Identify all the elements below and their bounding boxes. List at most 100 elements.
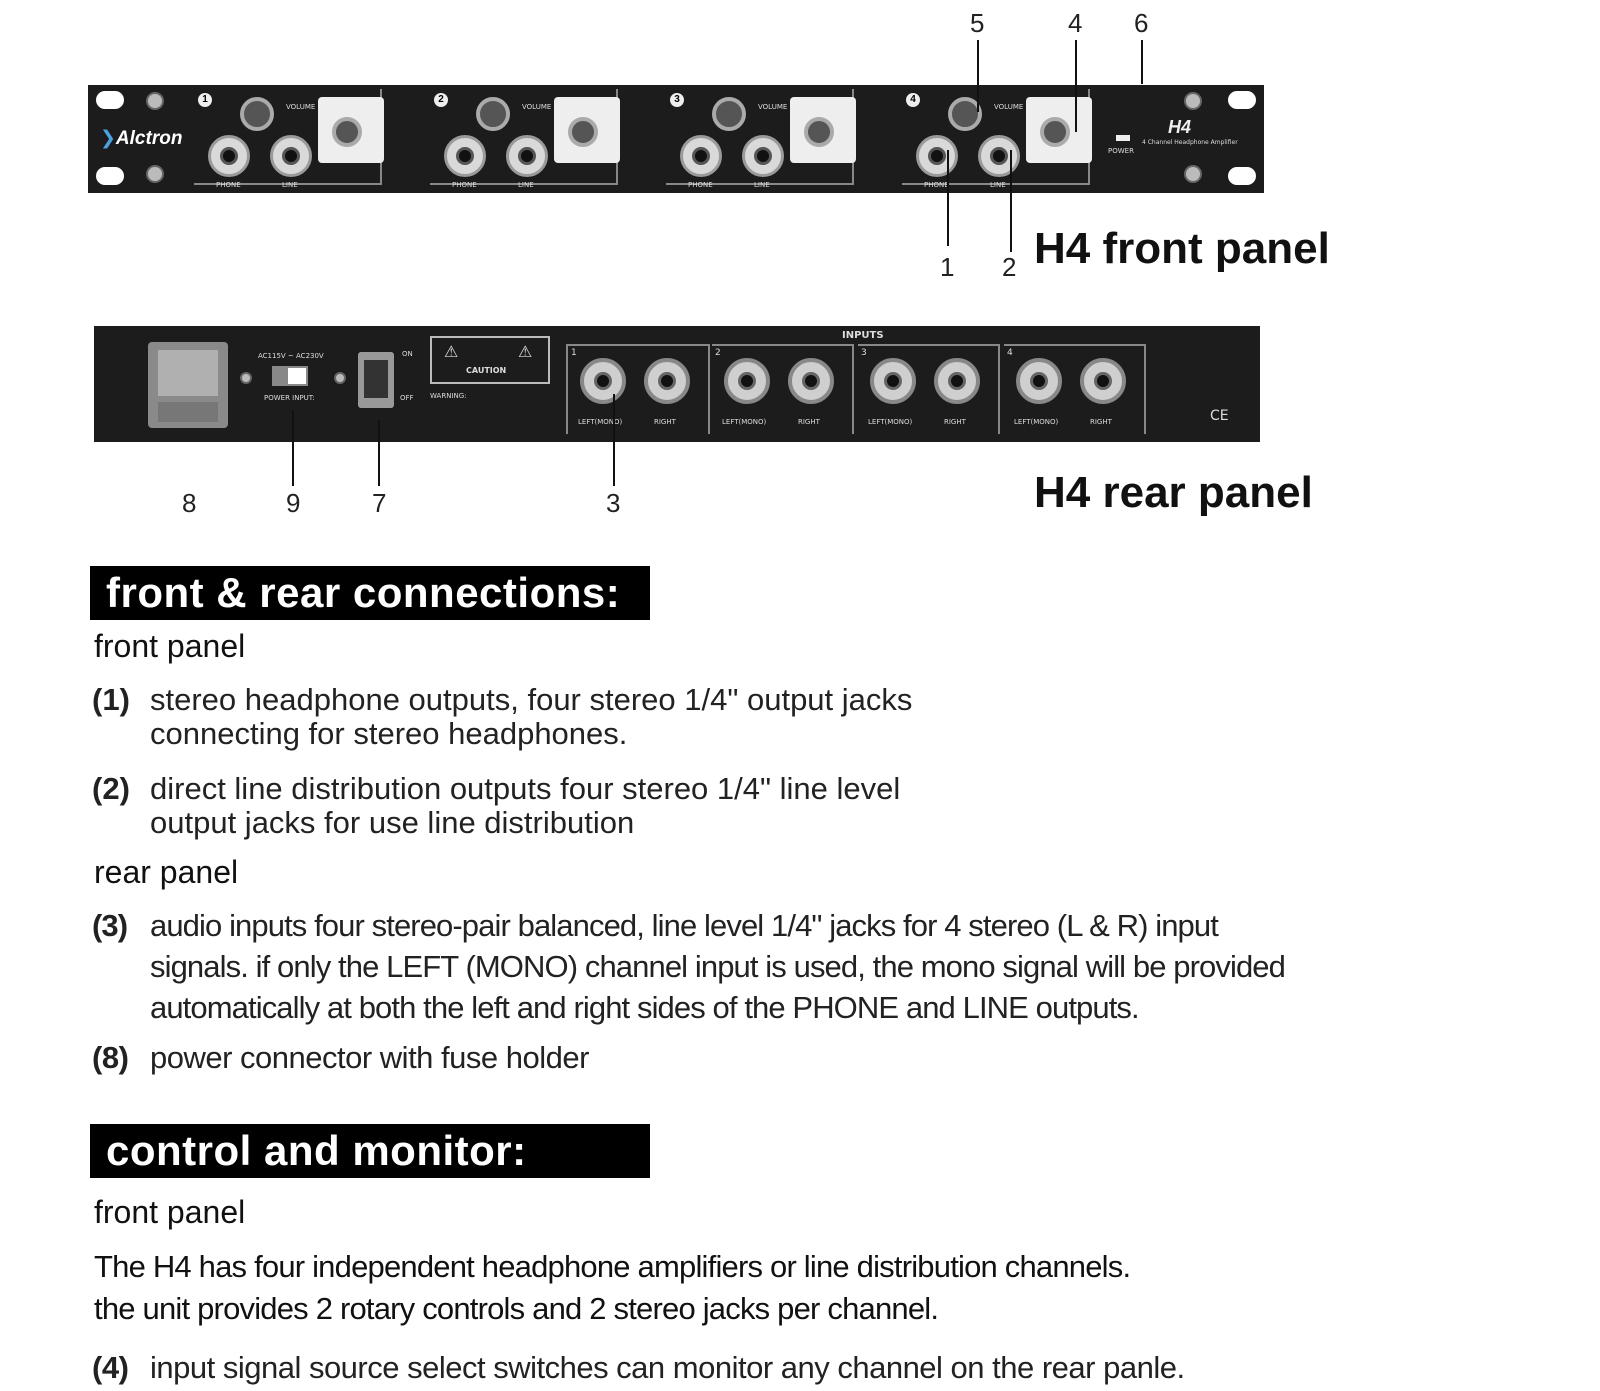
volume-label: VOLUME: [994, 103, 1024, 111]
model-subtitle: 4 Channel Headphone Amplifier: [1142, 139, 1238, 146]
callout-5: 5: [970, 8, 985, 38]
line-jack[interactable]: [506, 135, 548, 177]
list-item-2: (2) direct line distribution outputs fou…: [92, 771, 900, 843]
phone-jack[interactable]: [916, 135, 958, 177]
volume-label: VOLUME: [758, 103, 788, 111]
input-source-knob[interactable]: [568, 117, 598, 147]
phone-jack[interactable]: [680, 135, 722, 177]
right-label: RIGHT: [654, 418, 676, 426]
voltage-selector-switch[interactable]: [272, 366, 308, 386]
ce-mark: CE: [1210, 408, 1229, 424]
caution-box: ⚠ ⚠ CAUTION: [430, 336, 550, 384]
channel-number: 4: [906, 93, 920, 107]
callout-line: [1141, 40, 1143, 84]
front-panel-heading: front panel: [94, 628, 246, 664]
input-source-switch-box: [318, 97, 384, 163]
power-input-label: POWER INPUT:: [264, 394, 315, 402]
volume-knob[interactable]: [240, 97, 274, 131]
item-number: (1): [92, 682, 130, 717]
channel-number: 2: [434, 93, 448, 107]
inputs-label: INPUTS: [842, 330, 884, 341]
line-label: LINE: [990, 181, 1006, 189]
channel-number: 3: [670, 93, 684, 107]
phone-label: PHONE: [216, 181, 241, 189]
rack-ear-slot: [1228, 91, 1256, 109]
input-source-knob[interactable]: [804, 117, 834, 147]
item-text-line: audio inputs four stereo-pair balanced, …: [150, 908, 1219, 943]
fuse-holder: [158, 402, 218, 422]
right-input-jack[interactable]: [788, 358, 834, 404]
item-text-line: direct line distribution outputs four st…: [150, 771, 901, 806]
input-channel-number: 3: [861, 348, 867, 358]
callout-6: 6: [1134, 8, 1149, 38]
brand-logo: ❯Alctron: [100, 127, 182, 150]
line-jack[interactable]: [742, 135, 784, 177]
right-label: RIGHT: [798, 418, 820, 426]
phone-jack[interactable]: [208, 135, 250, 177]
item-text-line: power connector with fuse holder: [150, 1040, 589, 1075]
right-input-jack[interactable]: [934, 358, 980, 404]
line-label: LINE: [754, 181, 770, 189]
callout-line: [1075, 40, 1077, 132]
switch-on-label: ON: [402, 350, 413, 358]
description-line: The H4 has four independent headphone am…: [94, 1249, 1131, 1284]
left-mono-label: LEFT(MONO): [722, 418, 767, 426]
control-section-title: control and monitor:: [90, 1124, 650, 1178]
volume-knob[interactable]: [476, 97, 510, 131]
list-item-4: (4) input signal source select switches …: [92, 1350, 1185, 1388]
switch-off-label: OFF: [400, 394, 414, 402]
rear-input-group-3: 3 LEFT(MONO) RIGHT: [858, 344, 1000, 434]
callout-line: [613, 394, 615, 486]
callout-line: [292, 410, 294, 486]
callout-line: [947, 150, 949, 246]
front-panel-title: H4 front panel: [1034, 224, 1330, 273]
screw-icon: [146, 92, 164, 110]
front-channel-3: 3 VOLUME PHONE LINE: [666, 89, 856, 189]
item-number: (8): [92, 1040, 129, 1075]
phone-jack[interactable]: [444, 135, 486, 177]
item-number: (4): [92, 1350, 129, 1385]
item-text-line: input signal source select switches can …: [150, 1350, 1185, 1385]
volume-knob[interactable]: [948, 97, 982, 131]
phone-label: PHONE: [452, 181, 477, 189]
channel-number: 1: [198, 93, 212, 107]
front-channel-4: 4 VOLUME PHONE LINE: [902, 89, 1092, 189]
volume-knob[interactable]: [712, 97, 746, 131]
right-input-jack[interactable]: [1080, 358, 1126, 404]
right-input-jack[interactable]: [644, 358, 690, 404]
model-name: H4: [1168, 117, 1192, 137]
front-panel-heading: front panel: [94, 1194, 246, 1230]
connections-section-title: front & rear connections:: [90, 566, 650, 620]
brand-arrow-icon: ❯: [100, 128, 116, 149]
left-mono-input-jack[interactable]: [580, 358, 626, 404]
input-channel-number: 1: [571, 348, 577, 358]
front-channel-1: 1 VOLUME PHONE LINE: [194, 89, 384, 189]
line-jack[interactable]: [978, 135, 1020, 177]
left-mono-input-jack[interactable]: [870, 358, 916, 404]
callout-8: 8: [182, 488, 197, 518]
callout-1: 1: [940, 252, 955, 282]
left-mono-label: LEFT(MONO): [868, 418, 913, 426]
input-source-knob[interactable]: [332, 117, 362, 147]
list-item-8: (8) power connector with fuse holder: [92, 1040, 589, 1078]
line-label: LINE: [282, 181, 298, 189]
rear-input-group-2: 2 LEFT(MONO) RIGHT: [712, 344, 854, 434]
input-source-switch-box: [1026, 97, 1092, 163]
left-mono-label: LEFT(MONO): [578, 418, 623, 426]
phone-label: PHONE: [688, 181, 713, 189]
front-panel-image: ❯Alctron 1 VOLUME PHONE LINE 2 VOLUME PH…: [88, 85, 1264, 193]
front-channel-2: 2 VOLUME PHONE LINE: [430, 89, 620, 189]
warning-label: WARNING:: [430, 392, 467, 400]
rear-panel-image: AC115V ~ AC230V POWER INPUT: ON OFF ⚠ ⚠ …: [94, 326, 1260, 442]
left-mono-input-jack[interactable]: [1016, 358, 1062, 404]
voltage-selector-slider: [288, 368, 306, 384]
line-jack[interactable]: [270, 135, 312, 177]
item-text-line: stereo headphone outputs, four stereo 1/…: [150, 682, 913, 717]
power-connector: [148, 342, 228, 428]
input-source-knob[interactable]: [1040, 117, 1070, 147]
left-mono-label: LEFT(MONO): [1014, 418, 1059, 426]
left-mono-input-jack[interactable]: [724, 358, 770, 404]
description-line: the unit provides 2 rotary controls and …: [94, 1291, 939, 1326]
input-channel-number: 4: [1007, 348, 1013, 358]
power-switch[interactable]: [358, 352, 394, 408]
